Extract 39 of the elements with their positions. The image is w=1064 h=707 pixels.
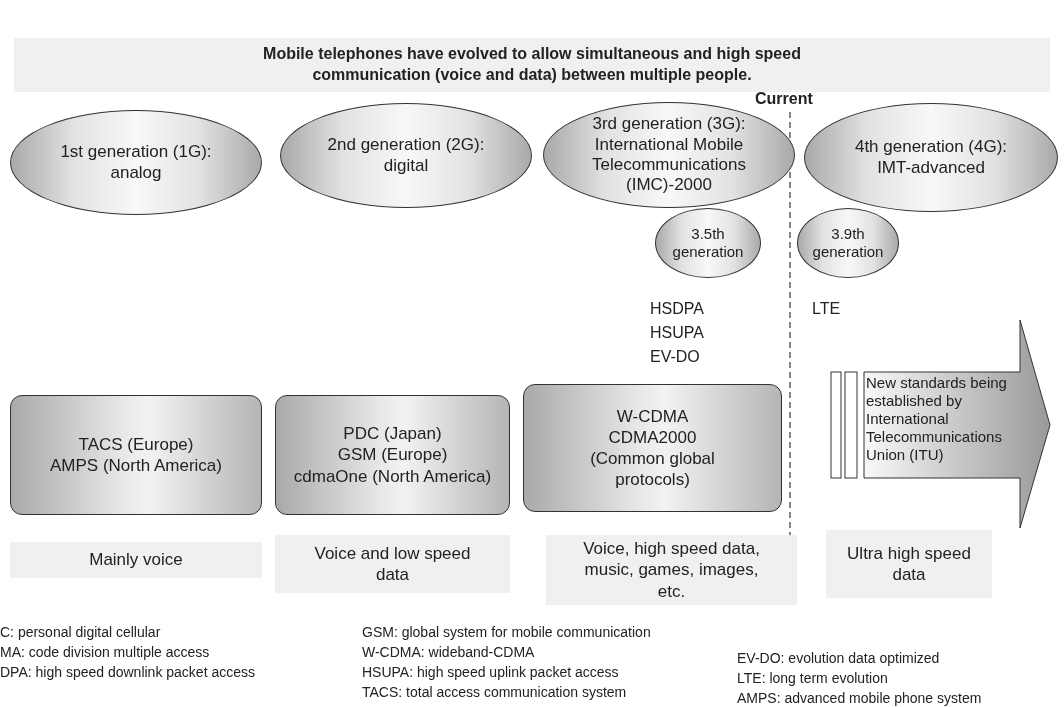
title-banner: Mobile telephones have evolved to allow simultaneous and high speed communication (voice and data) between multiple people. bbox=[14, 38, 1050, 92]
node-text: 3.9th generation bbox=[811, 225, 885, 261]
footnote-text: EV-DO: evolution data optimized bbox=[737, 650, 940, 666]
node-text: 2nd generation (2G): digital bbox=[326, 135, 486, 176]
footnote-text: AMPS: advanced mobile phone system bbox=[737, 690, 982, 706]
footnote-text: MA: code division multiple access bbox=[0, 644, 210, 660]
node-text: PDC (Japan) bbox=[343, 423, 442, 445]
standard-label: HSDPA bbox=[650, 300, 704, 318]
footnote-text: GSM: global system for mobile communication bbox=[362, 624, 651, 640]
standards-box bbox=[10, 395, 262, 515]
footnote-text: W-CDMA: wideband-CDMA bbox=[362, 644, 535, 660]
footnote-text: LTE: long term evolution bbox=[737, 670, 888, 686]
footnote-text: HSUPA: high speed uplink packet access bbox=[362, 664, 619, 680]
node-text: GSM (Europe) bbox=[337, 444, 448, 466]
node-text: 1st generation (1G): analog bbox=[59, 142, 213, 183]
node-text: Voice, high speed data, music, games, images, etc. bbox=[582, 538, 761, 602]
node-text: W-CDMA bbox=[616, 405, 689, 427]
node-text: Ultra high speed data bbox=[846, 542, 972, 586]
node-text: 4th generation (4G): IMT-advanced bbox=[853, 137, 1009, 178]
node-text: TACS (Europe) bbox=[78, 433, 194, 455]
service-label bbox=[546, 535, 797, 605]
footnote-text: C: personal digital cellular bbox=[0, 624, 161, 640]
node-text: Voice and low speed data bbox=[313, 542, 472, 586]
node-text: cdmaOne (North America) bbox=[293, 465, 492, 487]
arrow-text: New standards being established by International Telecommunications Union (ITU) bbox=[866, 374, 1008, 464]
footnote-text: DPA: high speed downlink packet access bbox=[0, 664, 255, 680]
standards-box bbox=[523, 384, 782, 512]
node-text: (Common global protocols) bbox=[589, 448, 716, 491]
node-text: 3rd generation (3G): International Mobile Telecommunications (IMC)-2000 bbox=[591, 114, 747, 196]
standards-box bbox=[275, 395, 510, 515]
footnote-text: TACS: total access communication system bbox=[362, 684, 627, 700]
standard-label: EV-DO bbox=[650, 348, 700, 366]
node-text: AMPS (North America) bbox=[50, 455, 222, 477]
node-text: CDMA2000 bbox=[608, 426, 697, 448]
standard-label: HSUPA bbox=[650, 324, 704, 342]
node-text: Mainly voice bbox=[89, 549, 183, 571]
marker-label: Current bbox=[755, 90, 813, 108]
standard-label: LTE bbox=[812, 300, 841, 318]
node-text: 3.5th generation bbox=[671, 225, 745, 261]
